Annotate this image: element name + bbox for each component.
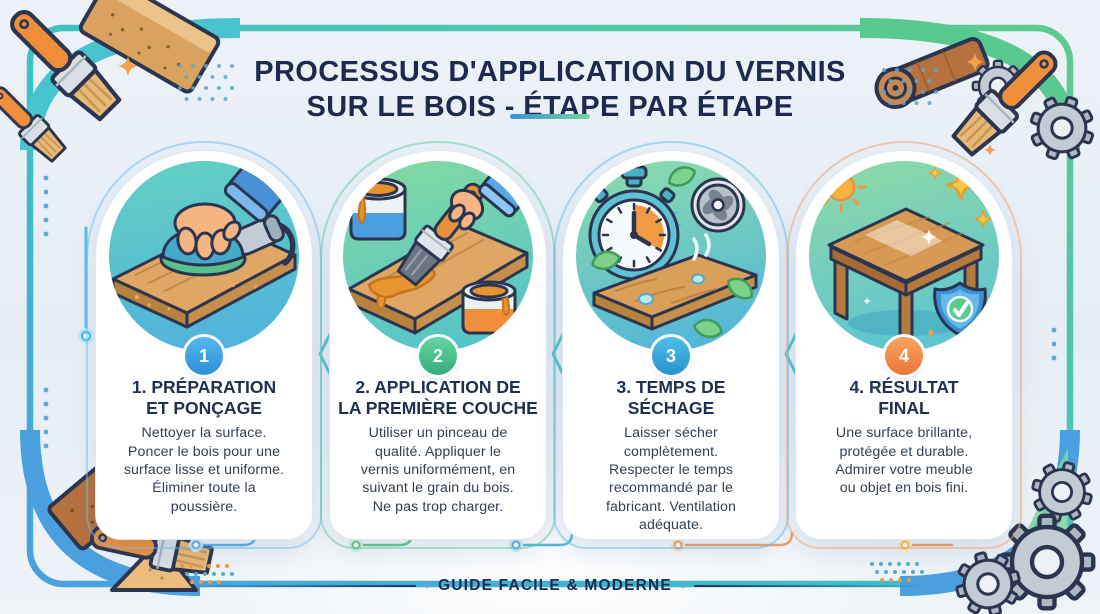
sandpaper-roll-icon	[874, 37, 990, 109]
footer: GUIDE FACILE & MODERNE	[178, 577, 933, 595]
glow-dot	[80, 330, 92, 342]
step-card-1: 1 1. PRÉPARATION ET PONÇAGE Nettoyer la …	[86, 141, 322, 549]
step-card-2: 2 2. APPLICATION DE LA PREMIÈRE COUCHE U…	[320, 141, 556, 549]
varnish-brush-icon	[347, 161, 533, 335]
step4-heading: 4. RÉSULTAT FINAL	[849, 377, 959, 418]
title-underline	[510, 114, 590, 119]
step2-number-badge: 2	[419, 337, 457, 375]
step-card-4: 4 4. RÉSULTAT FINAL Une surface brillant…	[786, 141, 1022, 549]
dot-grid-pattern	[882, 68, 938, 105]
step4-number-badge: 4	[885, 337, 923, 375]
frame-border	[26, 24, 1074, 588]
finished-table-icon	[815, 161, 992, 343]
step3-number-badge: 3	[652, 337, 690, 375]
dot-grid-pattern	[178, 64, 234, 101]
step2-illustration-circle	[343, 161, 533, 351]
step1-illustration-circle	[109, 161, 299, 351]
step-chevron-icons	[318, 332, 798, 376]
footer-dot-right	[680, 584, 685, 588]
stopwatch-fan-icon	[588, 165, 758, 338]
step3-illustration-circle	[576, 161, 766, 351]
step2-heading: 2. APPLICATION DE LA PREMIÈRE COUCHE	[338, 377, 538, 418]
step2-description: Utiliser un pinceau de qualité. Applique…	[360, 425, 516, 515]
step1-description: Nettoyer la surface. Poncer le bois pour…	[123, 425, 285, 515]
dot-cluster	[180, 564, 234, 584]
footer-dot-left	[425, 584, 430, 588]
dot-cluster	[870, 562, 924, 582]
orbital-sander-icon	[111, 161, 299, 329]
step1-number-badge: 1	[185, 337, 223, 375]
step3-heading: 3. TEMPS DE SÉCHAGE	[616, 377, 726, 418]
footer-label: GUIDE FACILE & MODERNE	[438, 577, 672, 594]
connector-flourishes	[189, 531, 954, 552]
step4-illustration-circle	[809, 161, 999, 351]
footer-rule-right	[693, 585, 933, 587]
step4-description: Une surface brillante, protégée et durab…	[835, 425, 973, 497]
footer-rule-left	[178, 585, 417, 587]
dotted-column	[43, 175, 1057, 449]
sandpaper-sheet-icon	[78, 0, 221, 94]
step-card-3: 3 3. TEMPS DE SÉCHAGE Laisser sécher com…	[553, 141, 789, 549]
step3-description: Laisser sécher complètement. Respecter l…	[606, 425, 736, 534]
step1-heading: 1. PRÉPARATION ET PONÇAGE	[131, 377, 277, 418]
